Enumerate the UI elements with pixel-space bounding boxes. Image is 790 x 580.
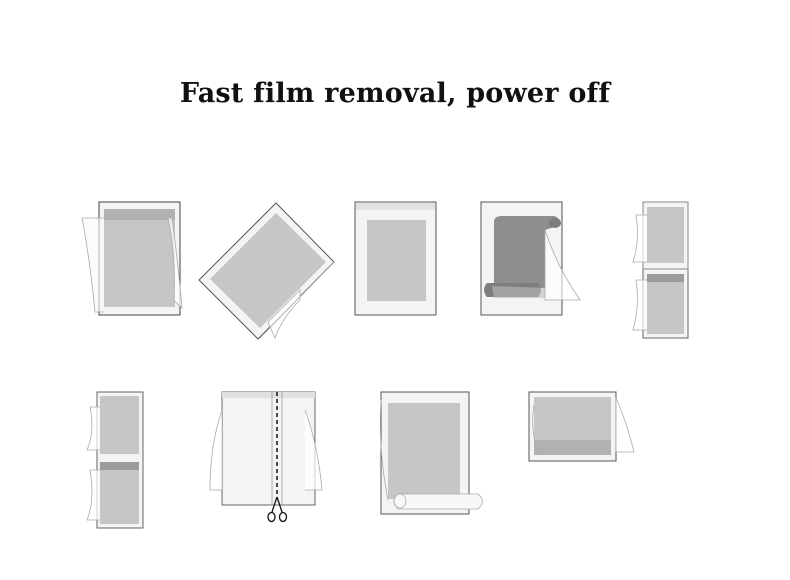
small-double-frame-films [86, 391, 144, 529]
frame-bottom-rolled-film [379, 391, 483, 515]
frame-film-peel-sides [81, 201, 183, 316]
page-title: Fast film removal, power off [179, 78, 611, 109]
scissors-icon [267, 496, 288, 523]
double-frame-two-films [632, 201, 689, 339]
landscape-frame-film-peel [528, 391, 635, 462]
frame-clean-photo [354, 201, 437, 316]
film-cut-center [209, 391, 323, 523]
rotated-frame-corner-peel [198, 202, 335, 340]
frame-rolled-film [480, 201, 581, 316]
